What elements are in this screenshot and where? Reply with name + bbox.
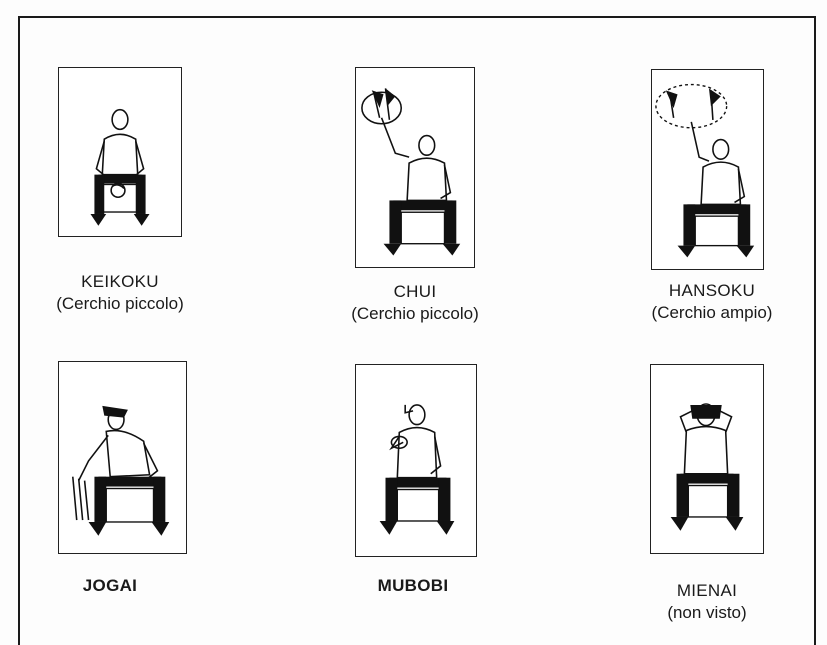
page-border-top [18, 16, 816, 18]
hansoku-caption: HANSOKU (Cerchio ampio) [632, 280, 792, 324]
page-border-right [814, 16, 816, 645]
signal-name: HANSOKU [668, 281, 756, 300]
signal-name: CHUI [393, 282, 437, 301]
judge-seated-arm-raised-small-circle-icon [361, 88, 461, 256]
signal-description: (Cerchio ampio) [651, 303, 773, 322]
signal-name: KEIKOKU [81, 272, 159, 291]
signal-description: (Cerchio piccolo) [351, 304, 479, 323]
judge-seated-hand-to-face-icon [379, 404, 455, 535]
signal-name: MIENAI [676, 581, 738, 600]
jogai-caption: JOGAI [50, 575, 170, 597]
signal-description: (non visto) [667, 603, 747, 622]
signal-name: MUBOBI [377, 576, 449, 595]
judge-seated-small-circle-icon [90, 108, 150, 226]
keikoku-caption: KEIKOKU (Cerchio piccolo) [30, 271, 210, 315]
keikoku-illustration [58, 67, 182, 237]
mubobi-illustration [355, 364, 477, 557]
mubobi-caption: MUBOBI [348, 575, 478, 597]
mienai-caption: MIENAI (non visto) [642, 580, 772, 624]
chui-caption: CHUI (Cerchio piccolo) [330, 281, 500, 325]
chui-illustration [355, 67, 475, 268]
judge-seated-covering-eyes-icon [670, 403, 744, 531]
signal-name: JOGAI [82, 576, 138, 595]
judge-seated-arm-raised-large-circle-icon [655, 83, 755, 258]
page-border-left [18, 16, 20, 645]
jogai-illustration [58, 361, 187, 554]
hansoku-illustration [651, 69, 764, 270]
mienai-illustration [650, 364, 764, 554]
signal-description: (Cerchio piccolo) [56, 294, 184, 313]
judge-seated-pointing-down-icon [71, 405, 170, 536]
